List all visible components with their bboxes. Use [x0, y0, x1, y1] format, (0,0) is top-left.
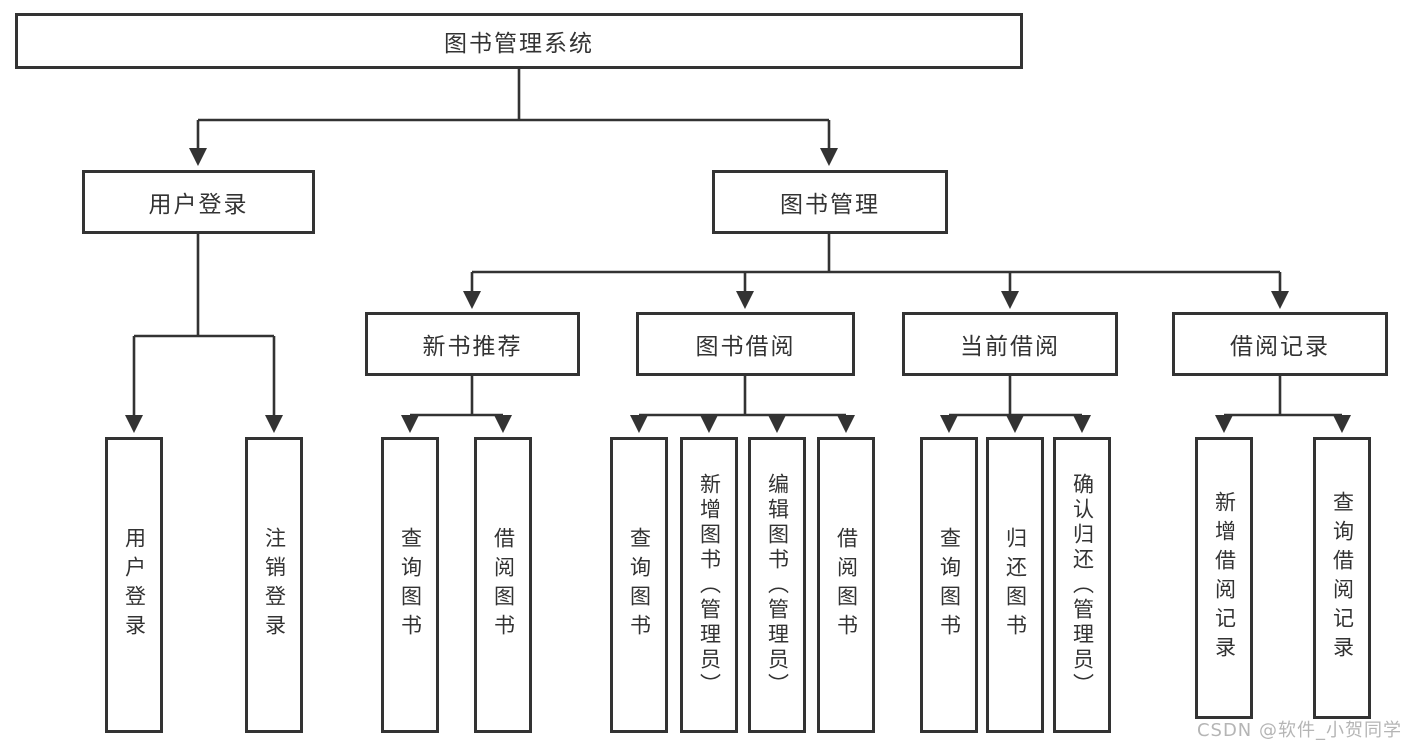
- node-user-login-branch: 用户登录: [82, 170, 315, 234]
- leaf-add-borrow-record: 新增借阅记录: [1195, 437, 1253, 719]
- leaf-user-login: 用户登录: [105, 437, 163, 733]
- leaf-add-books-admin: 新增图书（管理员）: [680, 437, 738, 733]
- leaf-return-books: 归还图书: [986, 437, 1044, 733]
- leaf-logout: 注销登录: [245, 437, 303, 733]
- node-book-management: 图书管理: [712, 170, 948, 234]
- node-borrow-records: 借阅记录: [1172, 312, 1388, 376]
- node-current-borrow: 当前借阅: [902, 312, 1118, 376]
- csdn-watermark: CSDN @软件_小贺同学: [1196, 720, 1402, 741]
- leaf-confirm-return-admin: 确认归还（管理员）: [1053, 437, 1111, 733]
- leaf-query-books-recommend: 查询图书: [381, 437, 439, 733]
- node-new-book-recommend: 新书推荐: [365, 312, 580, 376]
- leaf-edit-books-admin: 编辑图书（管理员）: [748, 437, 806, 733]
- leaf-query-borrow-record: 查询借阅记录: [1313, 437, 1371, 719]
- leaf-borrow-books: 借阅图书: [817, 437, 875, 733]
- leaf-query-books-borrow: 查询图书: [610, 437, 668, 733]
- node-book-borrow: 图书借阅: [636, 312, 855, 376]
- node-library-management-system: 图书管理系统: [15, 13, 1023, 69]
- leaf-query-books-current: 查询图书: [920, 437, 978, 733]
- leaf-borrow-books-recommend: 借阅图书: [474, 437, 532, 733]
